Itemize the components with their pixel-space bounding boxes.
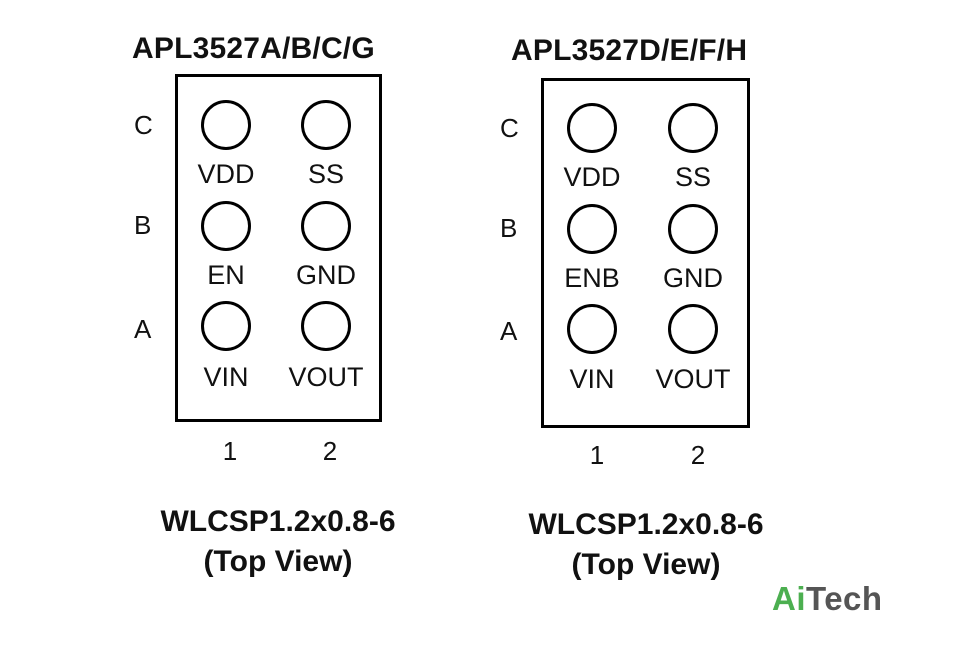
logo-text-tech: Tech: [806, 580, 883, 617]
solder-ball-b2: [668, 204, 718, 254]
row-label-c: C: [134, 110, 153, 140]
solder-ball-a2: [301, 301, 351, 351]
col-label-2: 2: [690, 440, 706, 470]
pin-label-a2: VOUT: [655, 364, 731, 394]
pin-label-c1: VDD: [563, 162, 621, 192]
package-footer: WLCSP1.2x0.8-6 (Top View): [118, 502, 438, 582]
solder-ball-b2: [301, 201, 351, 251]
row-label-b: B: [134, 210, 152, 240]
pin-label-b2: GND: [296, 260, 356, 290]
solder-ball-a2: [668, 304, 718, 354]
pin-label-a1: VIN: [569, 364, 615, 394]
solder-ball-c2: [668, 103, 718, 153]
logo-text-ai: Ai: [772, 580, 806, 617]
solder-ball-c2: [301, 100, 351, 150]
package-name: WLCSP1.2x0.8-6: [528, 508, 764, 541]
solder-ball-a1: [201, 301, 251, 351]
pin-label-c2: SS: [307, 159, 345, 189]
package-footer: WLCSP1.2x0.8-6 (Top View): [486, 505, 806, 585]
col-label-1: 1: [589, 440, 605, 470]
row-label-a: A: [134, 314, 152, 344]
pin-label-b1: ENB: [564, 263, 620, 293]
package-name: WLCSP1.2x0.8-6: [160, 505, 396, 538]
col-label-1: 1: [222, 436, 238, 466]
pin-label-c2: SS: [674, 162, 712, 192]
row-label-a: A: [500, 316, 518, 346]
view-label: (Top View): [571, 548, 721, 581]
pin-label-a1: VIN: [203, 362, 249, 392]
row-label-c: C: [500, 113, 519, 143]
pin-label-c1: VDD: [197, 159, 255, 189]
row-label-b: B: [500, 213, 518, 243]
solder-ball-c1: [567, 103, 617, 153]
col-label-2: 2: [322, 436, 338, 466]
solder-ball-a1: [567, 304, 617, 354]
package-title: APL3527A/B/C/G: [132, 32, 375, 65]
package-title: APL3527D/E/F/H: [511, 34, 748, 67]
solder-ball-b1: [567, 204, 617, 254]
solder-ball-b1: [201, 201, 251, 251]
pin-label-b2: GND: [663, 263, 723, 293]
pin-label-a2: VOUT: [288, 362, 364, 392]
aitech-logo: AiTech: [772, 580, 883, 618]
solder-ball-c1: [201, 100, 251, 150]
view-label: (Top View): [203, 545, 353, 578]
pin-label-b1: EN: [207, 260, 245, 290]
